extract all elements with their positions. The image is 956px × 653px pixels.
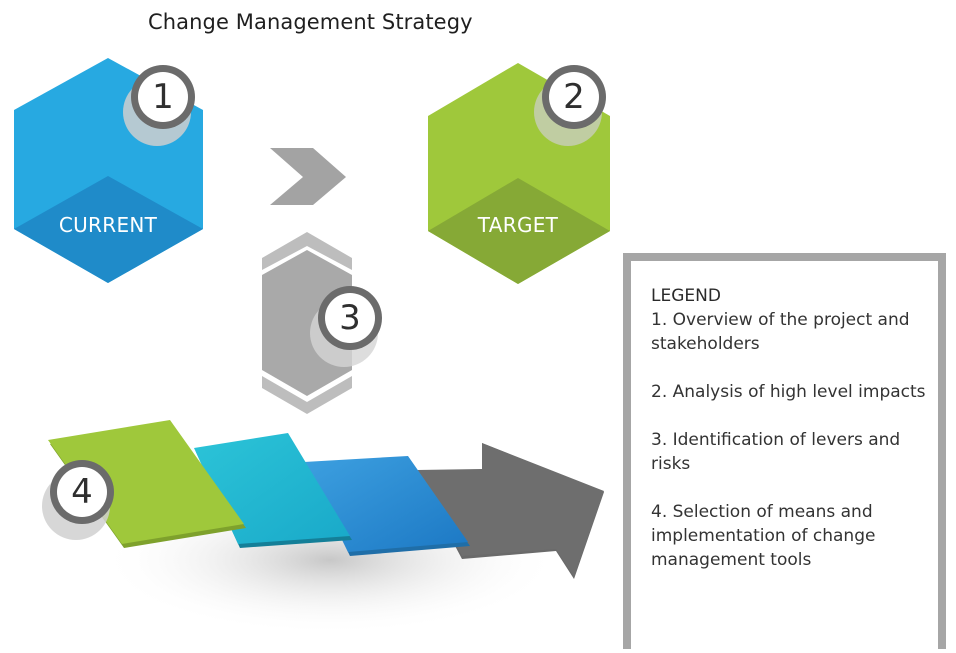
legend-box: LEGEND 1. Overview of the project and st… <box>623 253 946 649</box>
chevron-arrow <box>270 148 346 205</box>
legend-title: LEGEND <box>651 286 721 306</box>
step-3-number: 3 <box>339 298 361 338</box>
current-label: CURRENT <box>58 213 158 237</box>
legend-item-4: 4. Selection of means and implementation… <box>651 502 876 570</box>
step-4-number: 4 <box>71 472 93 512</box>
badge-2 <box>534 65 606 146</box>
badge-1 <box>123 65 195 146</box>
legend-item-2: 2. Analysis of high level impacts <box>651 382 926 402</box>
step-1-number: 1 <box>152 77 174 117</box>
badge-3 <box>310 286 382 367</box>
target-label: TARGET <box>477 213 559 237</box>
step-2-number: 2 <box>563 77 585 117</box>
green-card <box>48 420 246 548</box>
legend-item-1: 1. Overview of the project and stakehold… <box>651 310 910 354</box>
legend-item-3: 3. Identification of levers and risks <box>651 430 901 474</box>
badge-4 <box>42 460 114 540</box>
diagram-title: Change Management Strategy <box>148 10 473 34</box>
